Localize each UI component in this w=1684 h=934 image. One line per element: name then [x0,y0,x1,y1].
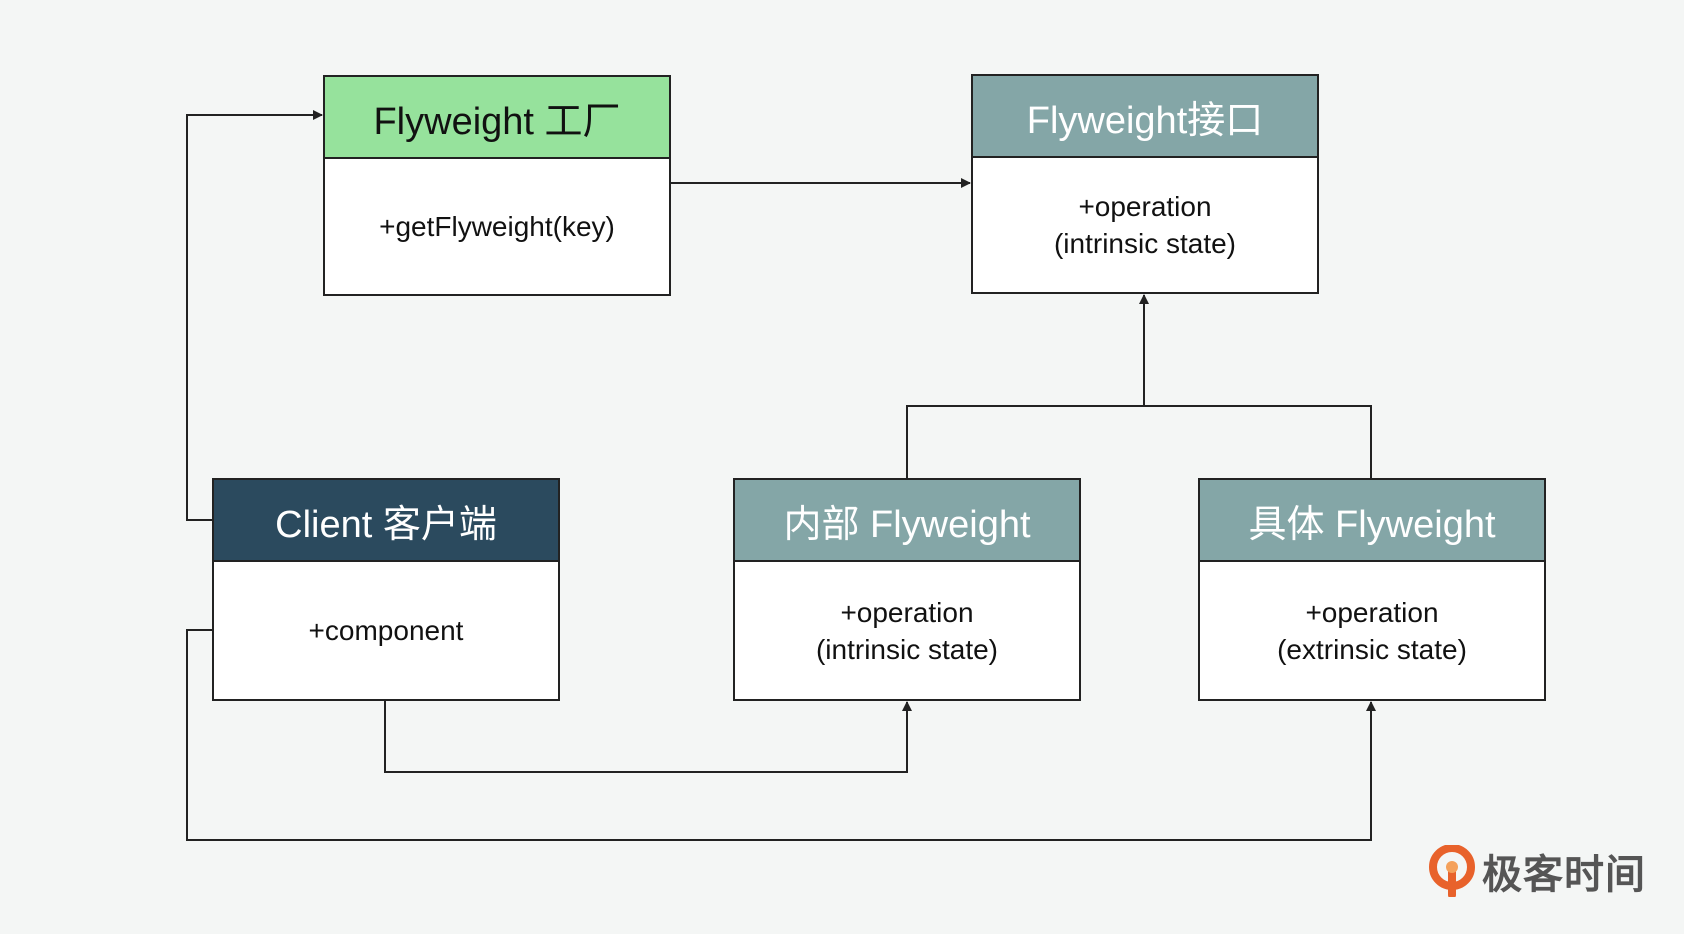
flyweight-interface-box: Flyweight接口 +operation (intrinsic state) [971,74,1319,294]
internal-operation: +operation [840,596,974,628]
client-box: Client 客户端 +component [212,478,560,701]
client-title: Client 客户端 [214,480,558,562]
concrete-state: (extrinsic state) [1277,633,1467,665]
client-to-factory-line [186,110,323,521]
client-to-concrete-line [186,629,1376,841]
concrete-flyweight-box: 具体 Flyweight +operation (extrinsic state… [1198,478,1546,701]
factory-method: +getFlyweight(key) [379,211,615,242]
client-component: +component [308,615,464,646]
flyweight-factory-box: Flyweight 工厂 +getFlyweight(key) [323,75,671,296]
geektime-logo-text: 极客时间 [1482,853,1646,897]
concrete-flyweight-title: 具体 Flyweight [1200,480,1544,562]
inheritance-branch [906,405,1372,478]
concrete-operation: +operation [1305,596,1439,628]
internal-flyweight-box: 内部 Flyweight +operation (intrinsic state… [733,478,1081,701]
interface-state: (intrinsic state) [1053,228,1237,259]
internal-flyweight-title: 内部 Flyweight [735,480,1079,562]
flyweight-interface-title: Flyweight接口 [973,76,1317,158]
geektime-logo: 极客时间 [1428,842,1646,900]
internal-state: (intrinsic state) [815,633,999,665]
client-to-internal-line [384,700,912,773]
flyweight-factory-title: Flyweight 工厂 [325,77,669,159]
geektime-logo-icon [1429,845,1475,897]
interface-operation: +operation [1078,191,1212,222]
